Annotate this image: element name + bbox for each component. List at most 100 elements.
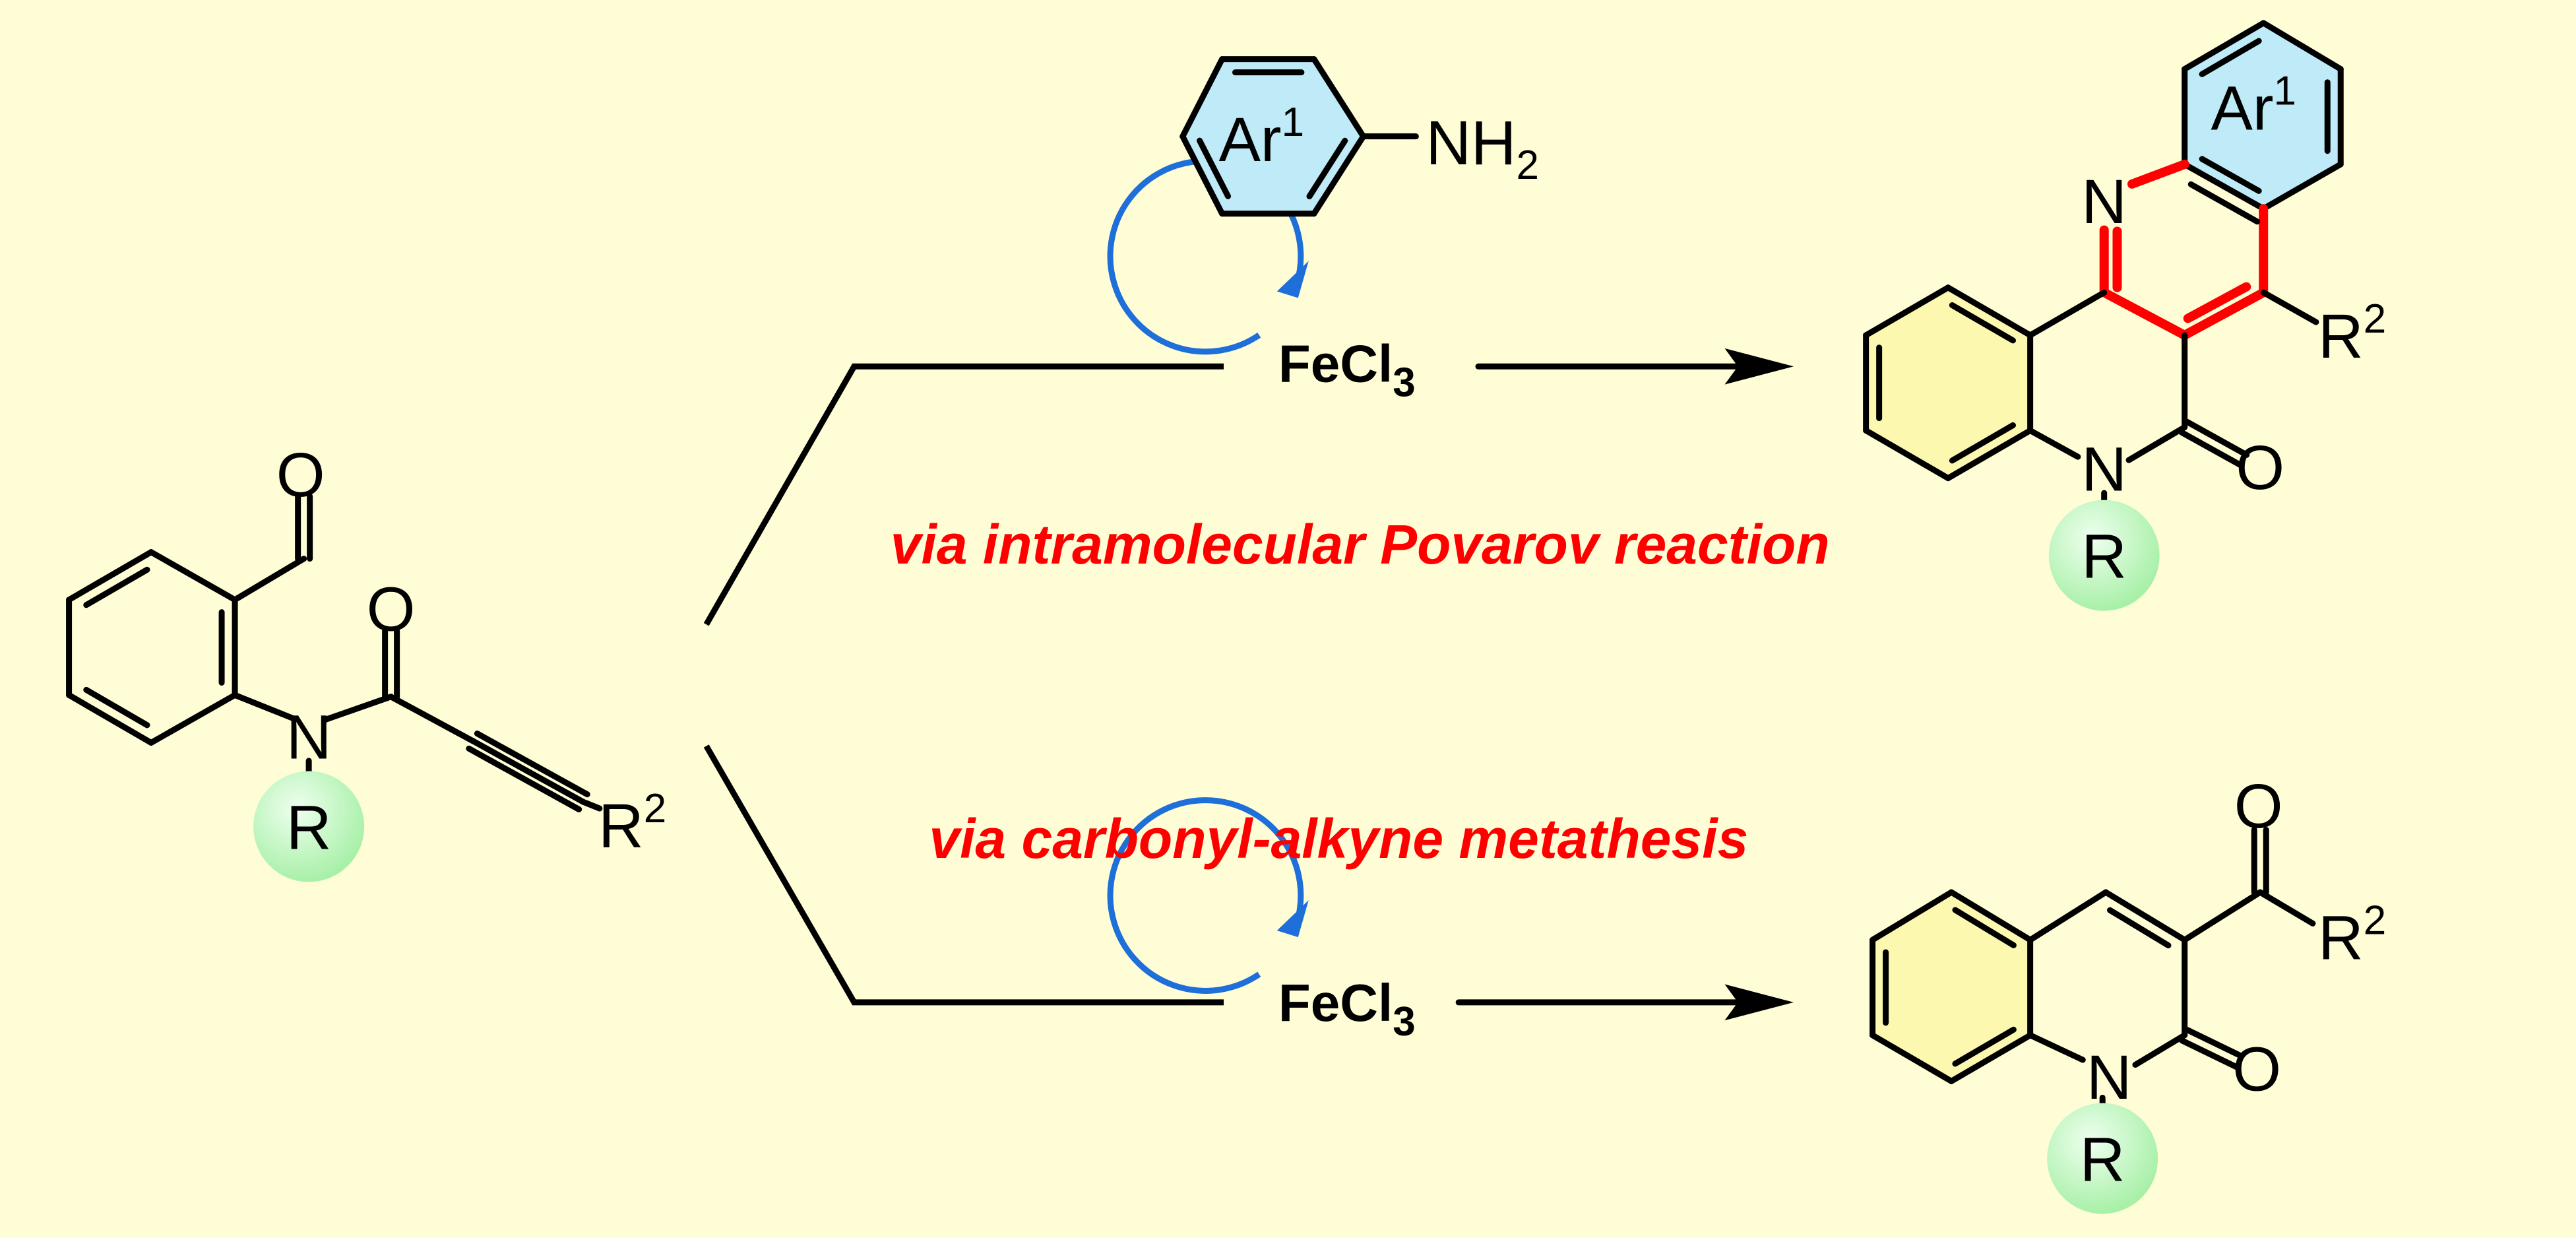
bond [2260, 20, 2344, 73]
product-benzo-ring [1866, 287, 2030, 478]
r-group-label: R [2080, 1124, 2125, 1194]
bond [2125, 424, 2188, 463]
pathway-upper-label: via intramolecular Povarov reaction [891, 513, 1830, 575]
aryl-ring [1182, 59, 1364, 214]
bond [66, 549, 154, 603]
bond [322, 694, 394, 723]
bond [2027, 1032, 2086, 1063]
bond [1945, 284, 2034, 339]
product-lower-acyl-oxygen: O [2234, 771, 2283, 841]
reaction-arrows [703, 348, 1794, 1021]
bond [232, 692, 296, 721]
bond [580, 798, 603, 812]
product-aryl-ring [2184, 22, 2341, 209]
bond [1952, 1026, 2017, 1067]
bond [1863, 284, 1951, 339]
catalyst-cycle-arrowhead [1276, 900, 1309, 938]
bond [2187, 181, 2261, 225]
bond [1311, 133, 1367, 217]
aryl-ring-label: Ar1 [1219, 100, 1304, 175]
lower-arrowhead [1724, 984, 1794, 1021]
r-group-label: R [2081, 522, 2127, 592]
r-group-circle [2048, 500, 2160, 611]
bond [1197, 137, 1232, 199]
bond [2184, 419, 2250, 458]
alkyne-substituent: R2 [598, 786, 666, 861]
bond [1179, 133, 1226, 217]
product-upper-carbonyl-oxygen: O [2236, 433, 2284, 503]
product-aryl-label: Ar1 [2211, 69, 2296, 144]
r-group-label: R [286, 793, 332, 863]
bond [2182, 161, 2267, 212]
bond [2183, 282, 2251, 323]
bond [1952, 907, 2017, 948]
catalyst-cycle-arrowhead [1276, 261, 1309, 298]
bond [1949, 302, 2016, 344]
aldehyde-oxygen: O [276, 440, 325, 510]
product-lower-lactam-oxygen: O [2232, 1035, 2281, 1105]
bond [83, 686, 150, 729]
product-lower: N O O R2R [1869, 771, 2386, 1214]
pathway-labels: via intramolecular Povarov reaction via c… [891, 513, 1830, 870]
bond [1306, 137, 1348, 200]
bond [470, 738, 586, 805]
bond [148, 692, 238, 746]
start-benzo-ring [69, 552, 236, 743]
bond [2182, 20, 2267, 73]
bond [2027, 889, 2109, 943]
bond [2180, 288, 2269, 340]
bond [2260, 161, 2344, 212]
catalyst-label: FeCl3 [1278, 973, 1416, 1045]
bond [2178, 429, 2244, 469]
bond [2199, 156, 2262, 194]
bond [388, 694, 476, 744]
bond [1949, 422, 2016, 464]
pathway-lower-label: via carbonyl-alkyne metathesis [929, 808, 1748, 870]
lower-branch-line [703, 744, 1224, 1006]
bond [474, 731, 590, 798]
bond [66, 692, 154, 746]
bond [232, 556, 307, 603]
bond [2132, 1032, 2188, 1068]
bond [1948, 1032, 2034, 1084]
bond [2257, 889, 2316, 927]
bond [1869, 889, 1955, 943]
bond [1311, 56, 1367, 140]
bond [1945, 427, 2034, 482]
upper-arrowhead [1724, 348, 1794, 385]
bond [2127, 160, 2189, 189]
product-upper-substituent: R2 [2318, 296, 2386, 372]
catalyst-lower: FeCl3 [1107, 797, 1416, 1045]
bond [2102, 889, 2188, 943]
amine-label: NH2 [1426, 108, 1539, 188]
bond [466, 745, 582, 812]
bond [2182, 889, 2263, 943]
product-lower-acyl-substituent: R2 [2318, 897, 2386, 973]
product-lower-nitrogen: N [2087, 1043, 2132, 1113]
bond [83, 566, 150, 608]
bond [2027, 427, 2081, 460]
bond [2179, 1037, 2240, 1070]
bond [2184, 1027, 2245, 1059]
bond [2027, 289, 2108, 339]
catalyst-label: FeCl3 [1278, 334, 1416, 405]
bond [148, 549, 238, 603]
bond [2099, 288, 2189, 340]
aniline-reagent: Ar1 NH2 [1179, 56, 1539, 217]
upper-branch-line [703, 363, 1224, 626]
bond [1863, 427, 1951, 482]
r-group-circle [2047, 1103, 2158, 1214]
bond [1869, 1032, 1955, 1084]
r-group-circle [253, 771, 365, 882]
bond [2107, 907, 2172, 949]
pyridine-nitrogen: N [2081, 167, 2127, 237]
bond [1179, 56, 1226, 140]
product-lower-benzo-ring [1872, 892, 2030, 1082]
catalyst-cycle-arc [1107, 797, 1304, 994]
catalyst-upper: FeCl3 [1107, 158, 1416, 405]
bond [1948, 889, 2034, 943]
amide-oxygen: O [367, 574, 416, 644]
